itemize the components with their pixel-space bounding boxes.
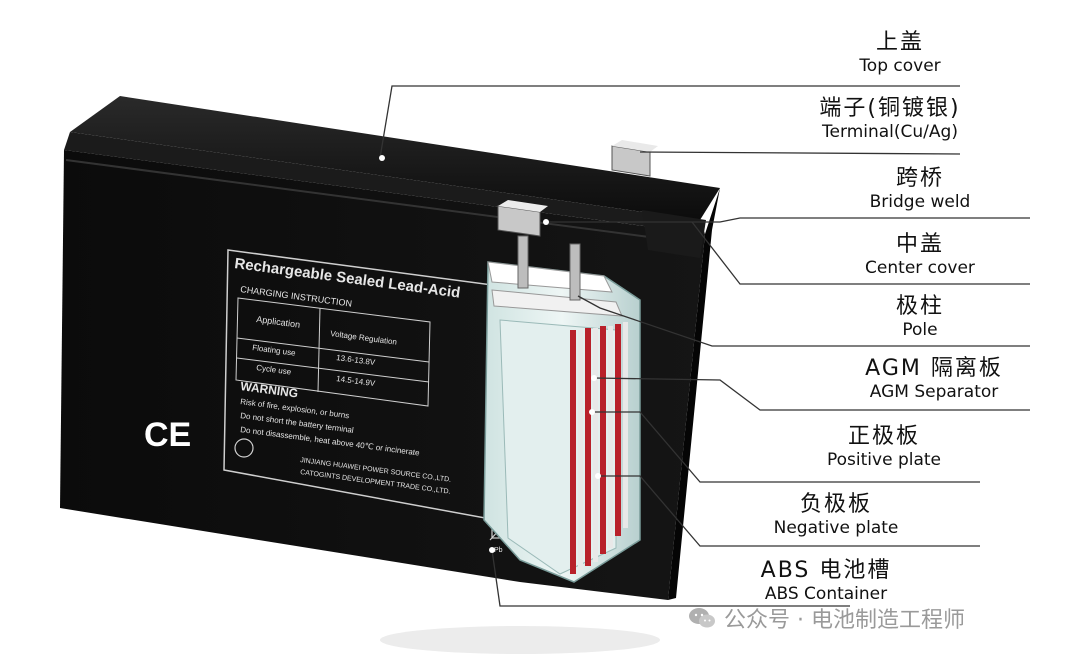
plates — [570, 322, 628, 574]
label-center-cover-en: Center cover — [865, 258, 975, 278]
leader-bridge — [546, 217, 1030, 223]
label-agm: AGM 隔离板 AGM Separator — [834, 356, 1034, 402]
watermark: 公众号 · 电池制造工程师 — [688, 602, 965, 634]
label-positive-en: Positive plate — [827, 450, 941, 470]
leader-separator — [593, 377, 1030, 411]
label-positive-zh: 正极板 — [847, 424, 920, 449]
top-cover — [70, 96, 720, 220]
label-bridge-zh: 跨桥 — [895, 166, 944, 191]
label-terminal: 端子(铜镀银) Terminal(Cu/Ag) — [770, 96, 1010, 142]
watermark-text: 公众号 · 电池制造工程师 — [724, 608, 965, 633]
leader-positive — [592, 411, 980, 483]
label-container: ABS 电池槽 ABS Container — [726, 558, 926, 604]
pole-right — [569, 243, 581, 301]
wechat-icon — [689, 608, 715, 628]
label-agm-en: AGM Separator — [869, 382, 999, 402]
leader-container — [491, 549, 850, 607]
label-center-cover: 中盖 Center cover — [820, 232, 1020, 278]
leader-terminal — [639, 151, 961, 155]
label-negative-zh: 负极板 — [799, 492, 872, 517]
container-side — [668, 188, 720, 600]
leader-negative — [598, 475, 980, 547]
label-container-en: ABS Container — [764, 584, 888, 604]
terminal-front — [497, 200, 548, 237]
recycle-icon — [234, 438, 254, 458]
floor-shadow — [380, 626, 660, 654]
label-pole: 极柱 Pole — [820, 294, 1020, 340]
label-negative: 负极板 Negative plate — [736, 492, 936, 538]
ce-mark: CE — [144, 416, 191, 454]
leader-center-cover — [691, 221, 1030, 285]
label-terminal-zh: 端子(铜镀银) — [819, 96, 961, 121]
cutaway-section — [483, 235, 641, 583]
pole-left — [517, 235, 529, 289]
pb-text: Pb — [494, 547, 503, 554]
leader-pole — [577, 295, 1030, 347]
terminal-back — [611, 140, 658, 177]
label-bridge-en: Bridge weld — [869, 192, 971, 212]
label-center-cover-zh: 中盖 — [895, 232, 944, 257]
label-top-cover-en: Top cover — [859, 56, 941, 76]
label-positive: 正极板 Positive plate — [784, 424, 984, 470]
label-pole-zh: 极柱 — [895, 294, 944, 319]
label-agm-zh: AGM 隔离板 — [865, 356, 1003, 381]
label-negative-en: Negative plate — [773, 518, 899, 538]
top-cover-rim — [64, 132, 705, 234]
leader-dots — [379, 155, 601, 553]
label-pole-en: Pole — [902, 320, 938, 340]
leader-top-cover — [379, 85, 960, 159]
label-top-cover: 上盖 Top cover — [800, 30, 1000, 76]
label-top-cover-zh: 上盖 — [875, 30, 924, 55]
label-bridge: 跨桥 Bridge weld — [820, 166, 1020, 212]
label-terminal-en: Terminal(Cu/Ag) — [822, 122, 958, 142]
label-container-zh: ABS 电池槽 — [760, 558, 892, 583]
leader-lines — [379, 85, 1030, 607]
